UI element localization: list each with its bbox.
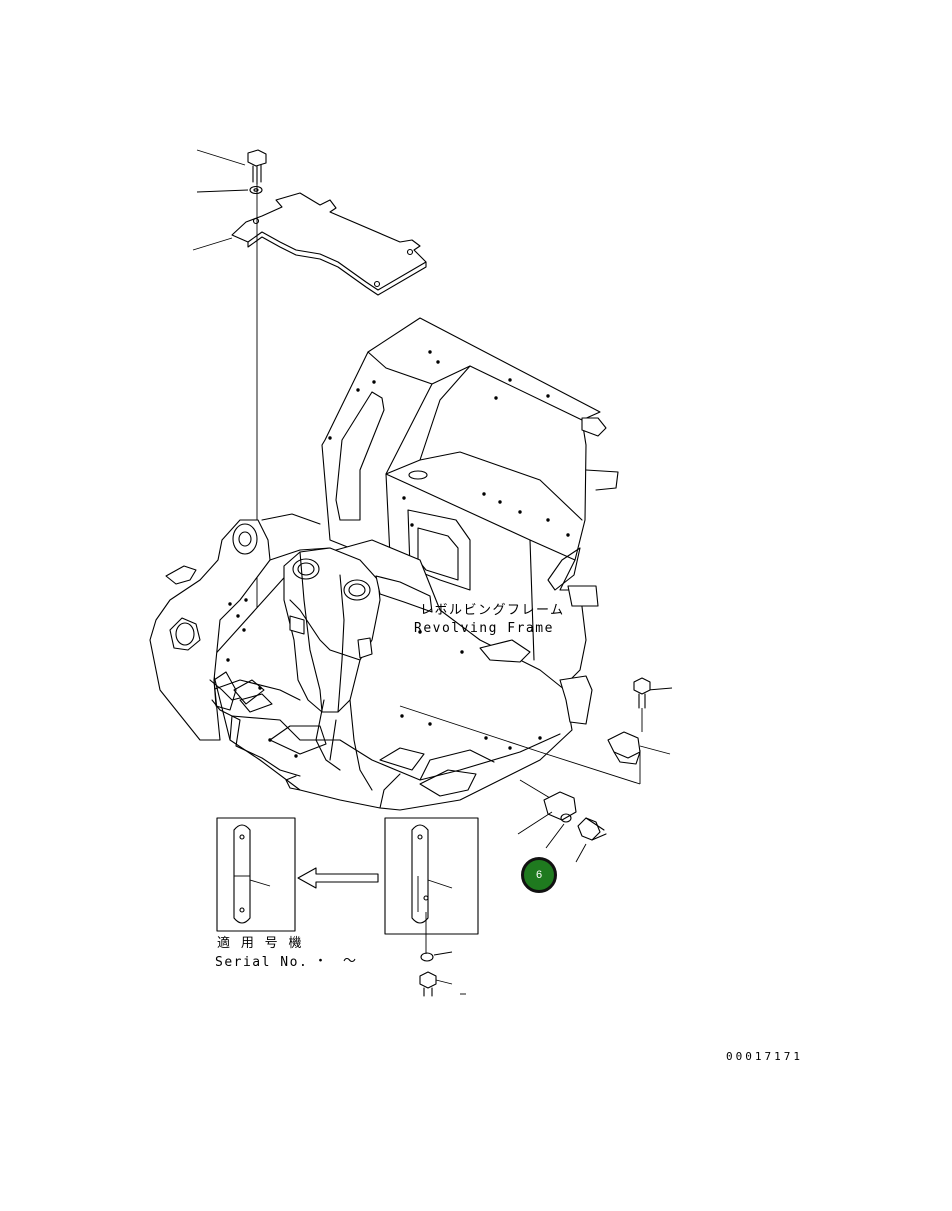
drawing-number: 00017171 <box>726 1050 803 1063</box>
frame-label-jp: レボルビングフレーム <box>420 603 565 618</box>
arrow-left <box>297 867 379 889</box>
serial-dot: ・ <box>314 954 329 969</box>
right-bracket-assembly <box>399 677 673 785</box>
lower-clip-assembly <box>517 779 607 863</box>
part-callout-6[interactable]: 6 <box>521 857 557 893</box>
serial-label-jp: 適 用 号 機 <box>217 936 303 951</box>
frame-label-en: Revolving Frame <box>414 621 554 636</box>
top-cover-plate <box>192 149 427 630</box>
serial-label-en: Serial No. <box>215 955 309 970</box>
revolving-frame <box>149 317 619 811</box>
bolt-top <box>247 149 267 185</box>
detail-box-left <box>216 817 296 932</box>
detail-box-right <box>384 817 479 997</box>
serial-tilde: ～ <box>343 954 358 969</box>
